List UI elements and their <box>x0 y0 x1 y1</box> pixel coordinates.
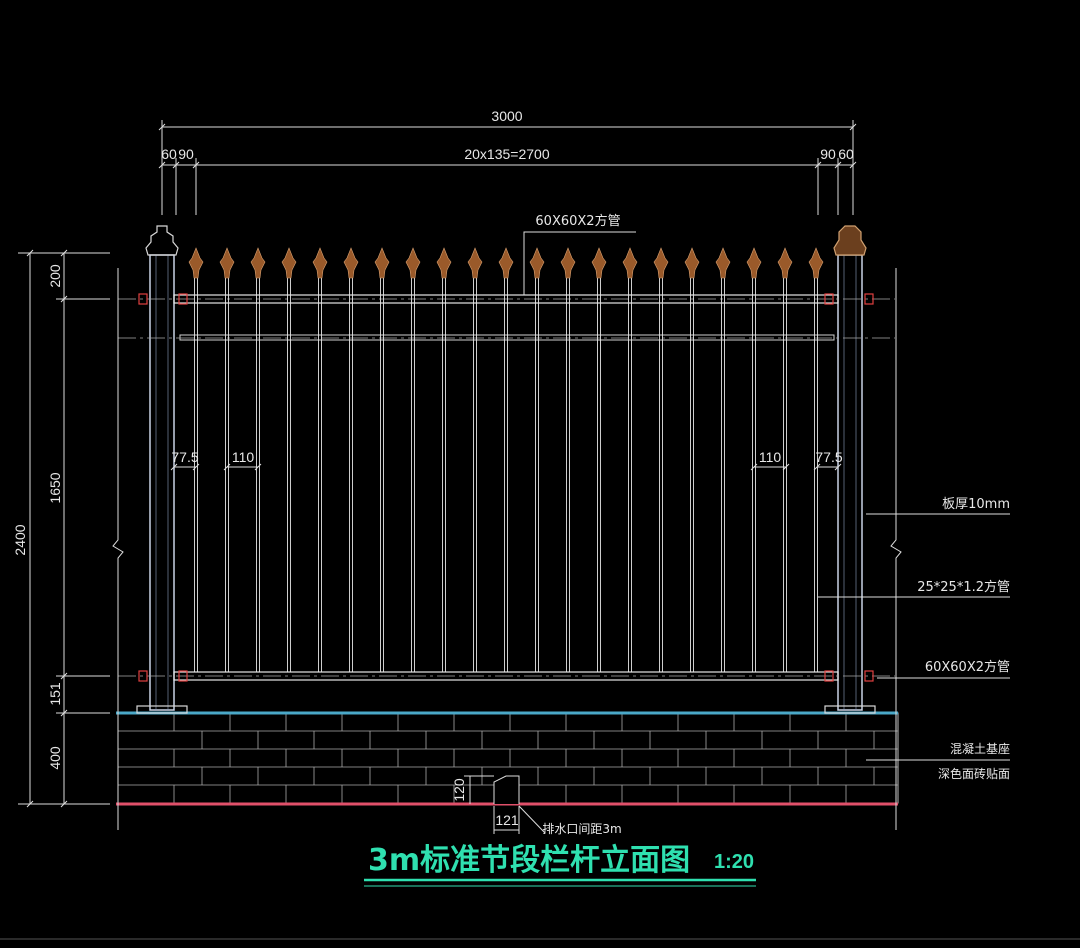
note-picket-tube: 25*25*1.2方管 <box>917 579 1010 595</box>
annotation-labels: 60X60X2方管 板厚10mm 25*25*1.2方管 60X60X2方管 混… <box>535 213 1010 836</box>
bolt <box>138 293 148 305</box>
dim-left-bar-gap: 110 <box>232 449 255 465</box>
horizontal-dimensions <box>158 120 857 215</box>
picket <box>436 247 452 672</box>
dim-height-base: 400 <box>47 746 63 770</box>
picket <box>281 247 297 672</box>
spear-finial <box>560 247 576 279</box>
dim-right-bar-gap: 110 <box>759 449 782 465</box>
left-post <box>136 225 188 714</box>
rail-bolts <box>138 293 874 682</box>
picket <box>560 247 576 672</box>
spear-finial <box>746 247 762 279</box>
dim-left-offset-b: 90 <box>178 146 194 162</box>
right-post-footing <box>824 705 876 714</box>
note-bottom-rail: 60X60X2方管 <box>925 659 1010 675</box>
picket <box>312 247 328 672</box>
picket <box>219 247 235 672</box>
spear-finial <box>467 247 483 279</box>
note-top-rail: 60X60X2方管 <box>535 213 620 229</box>
break-lines <box>112 268 902 830</box>
picket <box>188 247 204 672</box>
spear-finial <box>529 247 545 279</box>
dim-left-offset-a: 60 <box>161 146 177 162</box>
spear-finial <box>343 247 359 279</box>
right-post-cap <box>833 225 867 256</box>
dim-height-lower: 151 <box>47 682 63 706</box>
dim-bar-span: 20x135=2700 <box>464 146 549 162</box>
spear-finial <box>653 247 669 279</box>
bolt <box>178 293 188 305</box>
drawing-title: 3m标准节段栏杆立面图 1:20 <box>364 843 756 887</box>
leader-lines <box>523 231 1010 761</box>
fence-rails <box>118 294 895 681</box>
drain-dimensions <box>464 775 546 834</box>
spear-finial <box>188 247 204 279</box>
left-post-cap <box>145 225 179 256</box>
fence-posts <box>136 225 876 714</box>
brick-base <box>116 711 899 806</box>
spear-finial <box>715 247 731 279</box>
bolt <box>824 293 834 305</box>
picket <box>746 247 762 672</box>
spear-finial <box>808 247 824 279</box>
bolt <box>864 293 874 305</box>
spacing-dimensions <box>170 463 842 471</box>
note-base-line1: 混凝土基座 <box>950 741 1010 756</box>
picket <box>374 247 390 672</box>
picket <box>684 247 700 672</box>
dim-height-total: 2400 <box>12 524 28 555</box>
picket <box>343 247 359 672</box>
bolt <box>824 670 834 682</box>
spear-finial <box>281 247 297 279</box>
note-base-line2: 深色面砖贴面 <box>938 766 1010 781</box>
picket <box>715 247 731 672</box>
spear-finial <box>684 247 700 279</box>
dimension-labels: 3000 60 90 20x135=2700 90 60 77.5 110 11… <box>12 108 854 828</box>
spear-finial <box>436 247 452 279</box>
spear-finial <box>622 247 638 279</box>
spear-finial <box>777 247 793 279</box>
spear-finial <box>498 247 514 279</box>
bolt <box>178 670 188 682</box>
dim-left-edge-gap: 77.5 <box>171 449 198 465</box>
right-post <box>824 225 876 714</box>
intermediate-rail <box>179 334 835 341</box>
dim-right-edge-gap: 77.5 <box>815 449 842 465</box>
picket <box>467 247 483 672</box>
picket <box>498 247 514 672</box>
spear-finial <box>374 247 390 279</box>
picket <box>622 247 638 672</box>
picket <box>653 247 669 672</box>
note-drain: 排水口间距3m <box>542 822 621 836</box>
dim-right-offset-a: 90 <box>820 146 836 162</box>
dim-drain-width: 121 <box>495 812 519 828</box>
bolt <box>864 670 874 682</box>
vertical-dimensions <box>18 249 110 808</box>
picket <box>405 247 421 672</box>
picket <box>250 247 266 672</box>
pickets <box>188 247 824 672</box>
dim-drain-height: 120 <box>451 778 467 802</box>
note-plate-thickness: 板厚10mm <box>942 497 1010 512</box>
picket <box>529 247 545 672</box>
left-post-footing <box>136 705 188 714</box>
title-main: 3m标准节段栏杆立面图 <box>368 843 690 878</box>
spear-finial <box>250 247 266 279</box>
title-scale: 1:20 <box>714 851 754 873</box>
dim-overall-width: 3000 <box>491 108 522 124</box>
picket <box>591 247 607 672</box>
spear-finial <box>405 247 421 279</box>
dim-height-top: 200 <box>47 264 63 288</box>
spear-finial <box>591 247 607 279</box>
dim-right-offset-b: 60 <box>838 146 854 162</box>
bolt <box>138 670 148 682</box>
spear-finial <box>312 247 328 279</box>
spear-finial <box>219 247 235 279</box>
drain-opening <box>493 775 520 804</box>
dim-height-middle: 1650 <box>47 472 63 503</box>
